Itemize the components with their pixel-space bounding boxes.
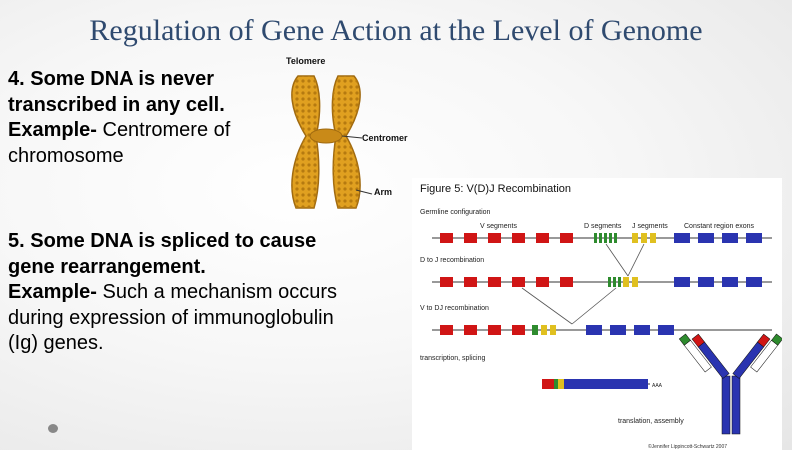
antibody-molecule <box>678 333 782 435</box>
vdj-transcription-label: transcription, splicing <box>420 355 485 362</box>
vdj-germline-label: Germline configuration <box>420 209 491 216</box>
vdj-constant-label: Constant region exons <box>684 223 755 230</box>
vdj-v-segments-label: V segments <box>480 223 517 230</box>
vdj-d-segments-label: D segments <box>584 223 622 230</box>
chromatid-left <box>291 75 321 209</box>
slide-title: Regulation of Gene Action at the Level o… <box>89 14 703 47</box>
chromatid-right <box>331 75 361 209</box>
centromere-pointer <box>341 135 363 139</box>
dj-join-line-1 <box>605 243 629 277</box>
slide-bullet-dot <box>48 424 58 433</box>
vdj-translation-label: translation, assembly <box>618 418 684 425</box>
point-4-example-label: Example- <box>8 119 97 141</box>
germline-row <box>432 233 772 243</box>
point-4-heading: 4. Some DNA is never transcribed in any … <box>8 68 225 116</box>
vdj-title: Figure 5: V(D)J Recombination <box>420 183 571 195</box>
label-centromere: Centromer <box>362 133 408 143</box>
vdj-j-segments-label: J segments <box>632 223 668 230</box>
vdj-recombination-figure: Figure 5: V(D)J Recombination Germline c… <box>412 178 782 450</box>
vdj-join-line-2 <box>571 287 617 325</box>
vdj-v-to-dj-label: V to DJ recombination <box>420 305 489 312</box>
mrna-transcript <box>542 379 650 389</box>
vdj-credit: ©Jennifer Lippincott-Schwartz 2007 <box>648 443 727 450</box>
point-4-example-text: Centromere of chromosome <box>8 119 231 167</box>
point-5-example-text: Such a mechanism occurs during expressio… <box>8 281 338 354</box>
point-5-text: 5. Some DNA is spliced to cause gene rea… <box>8 229 338 357</box>
label-arm: Arm <box>374 187 393 197</box>
vdj-join-line-1 <box>521 287 573 325</box>
chromosome-figure: Telomere Centromer Arm <box>276 48 416 220</box>
vdj-d-to-j-label: D to J recombination <box>420 257 484 264</box>
vdj-background <box>412 178 782 450</box>
point-5-heading: 5. Some DNA is spliced to cause gene rea… <box>8 230 317 278</box>
dj-recombined-row <box>432 277 772 287</box>
chromosome-drawing <box>291 75 373 209</box>
point-4-text: 4. Some DNA is never transcribed in any … <box>8 67 278 169</box>
point-5-example-label: Example- <box>8 281 97 303</box>
vdj-polya-label: AAA <box>652 383 663 389</box>
vdj-recombined-row <box>432 325 772 335</box>
centromere-constriction <box>309 128 343 144</box>
label-telomere: Telomere <box>286 56 326 66</box>
dj-join-line-2 <box>627 243 645 277</box>
arm-pointer <box>355 189 373 195</box>
